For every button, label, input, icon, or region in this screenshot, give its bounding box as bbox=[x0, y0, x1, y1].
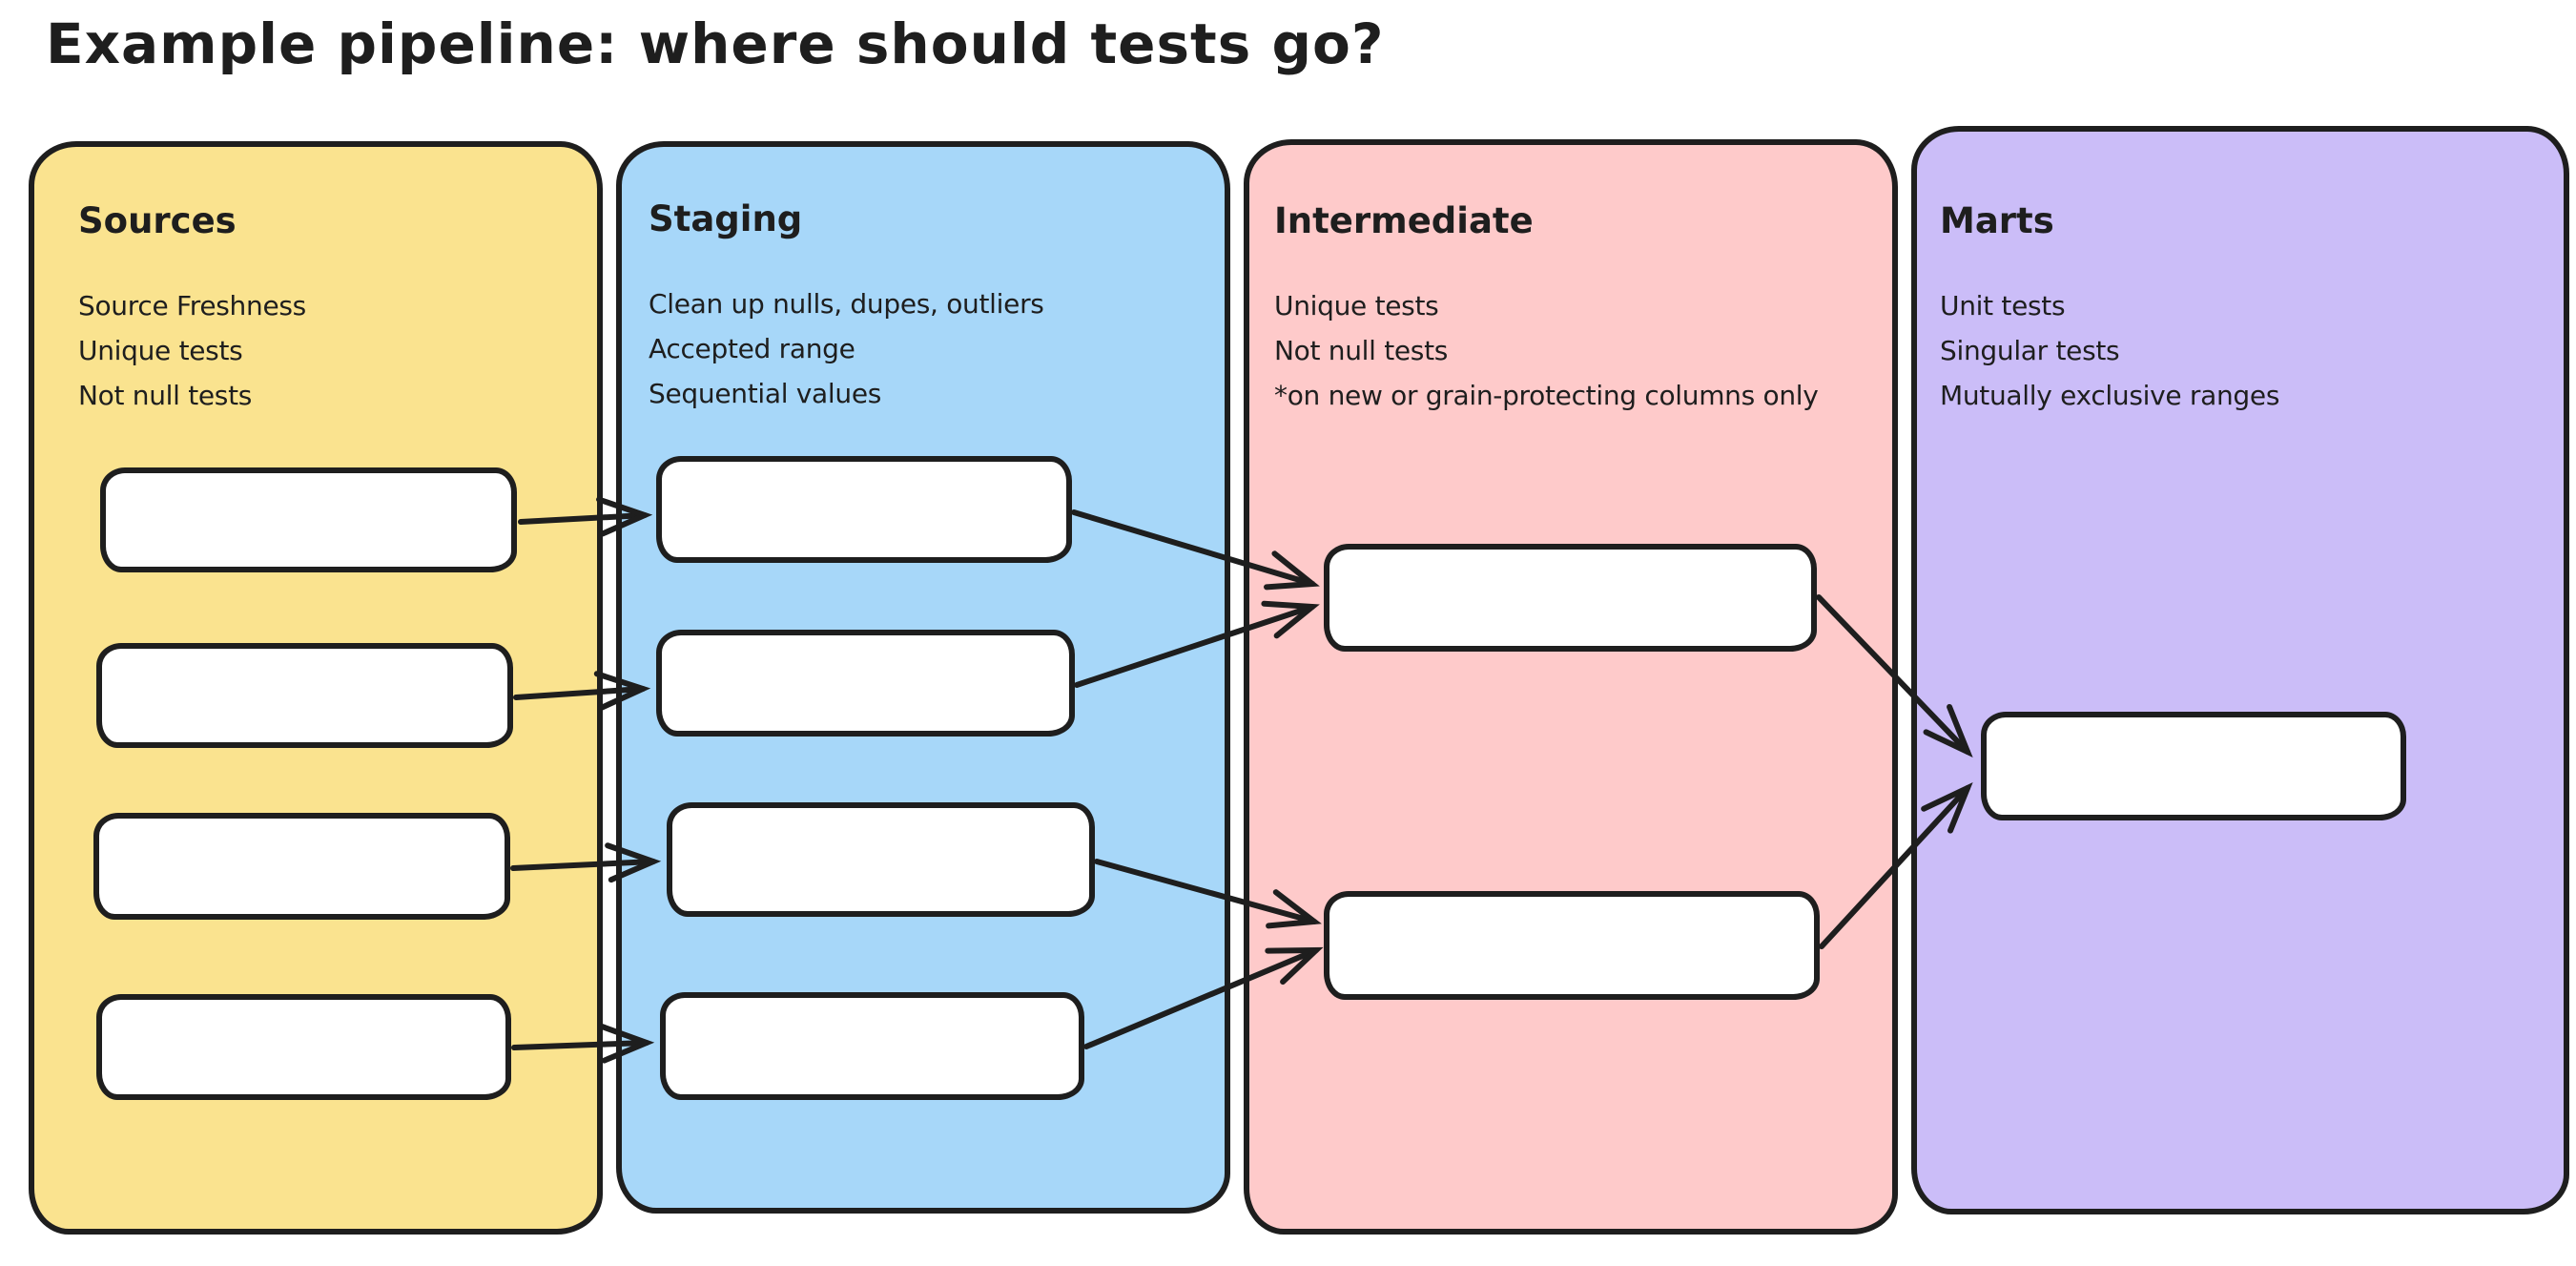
column-sources-title: Sources bbox=[78, 200, 237, 241]
note-line: Unique tests bbox=[1274, 290, 1439, 322]
note-line: Not null tests bbox=[1274, 335, 1449, 366]
note-line: *on new or grain-protecting columns only bbox=[1274, 380, 1819, 411]
model-node-mart-1[interactable] bbox=[1981, 712, 2406, 820]
note-line: Unique tests bbox=[78, 335, 243, 366]
model-node-src-2[interactable] bbox=[96, 643, 513, 748]
page-title: Example pipeline: where should tests go? bbox=[46, 11, 1385, 76]
model-node-int-1[interactable] bbox=[1324, 544, 1817, 652]
note-line: Source Freshness bbox=[78, 290, 306, 322]
column-marts-title: Marts bbox=[1940, 200, 2054, 241]
column-intermediate-title: Intermediate bbox=[1274, 200, 1534, 241]
model-node-stg-4[interactable] bbox=[660, 992, 1084, 1100]
column-staging-title: Staging bbox=[649, 198, 803, 239]
column-sources-notes: Source Freshness Unique tests Not null t… bbox=[78, 283, 597, 418]
column-intermediate-notes: Unique tests Not null tests *on new or g… bbox=[1274, 283, 1892, 418]
note-line: Sequential values bbox=[649, 378, 882, 409]
model-node-src-4[interactable] bbox=[96, 994, 511, 1100]
note-line: Unit tests bbox=[1940, 290, 2066, 322]
column-marts[interactable]: Marts Unit tests Singular tests Mutually… bbox=[1911, 126, 2569, 1214]
model-node-int-2[interactable] bbox=[1324, 891, 1820, 1000]
model-node-stg-2[interactable] bbox=[656, 630, 1075, 737]
note-line: Mutually exclusive ranges bbox=[1940, 380, 2280, 411]
column-staging-notes: Clean up nulls, dupes, outliers Accepted… bbox=[649, 281, 1225, 416]
note-line: Singular tests bbox=[1940, 335, 2120, 366]
column-marts-notes: Unit tests Singular tests Mutually exclu… bbox=[1940, 283, 2564, 418]
model-node-stg-1[interactable] bbox=[656, 456, 1072, 563]
model-node-stg-3[interactable] bbox=[667, 802, 1095, 917]
note-line: Not null tests bbox=[78, 380, 253, 411]
note-line: Accepted range bbox=[649, 333, 855, 364]
column-intermediate[interactable]: Intermediate Unique tests Not null tests… bbox=[1244, 139, 1898, 1235]
model-node-src-3[interactable] bbox=[93, 813, 510, 920]
model-node-src-1[interactable] bbox=[100, 467, 517, 572]
note-line: Clean up nulls, dupes, outliers bbox=[649, 288, 1044, 320]
